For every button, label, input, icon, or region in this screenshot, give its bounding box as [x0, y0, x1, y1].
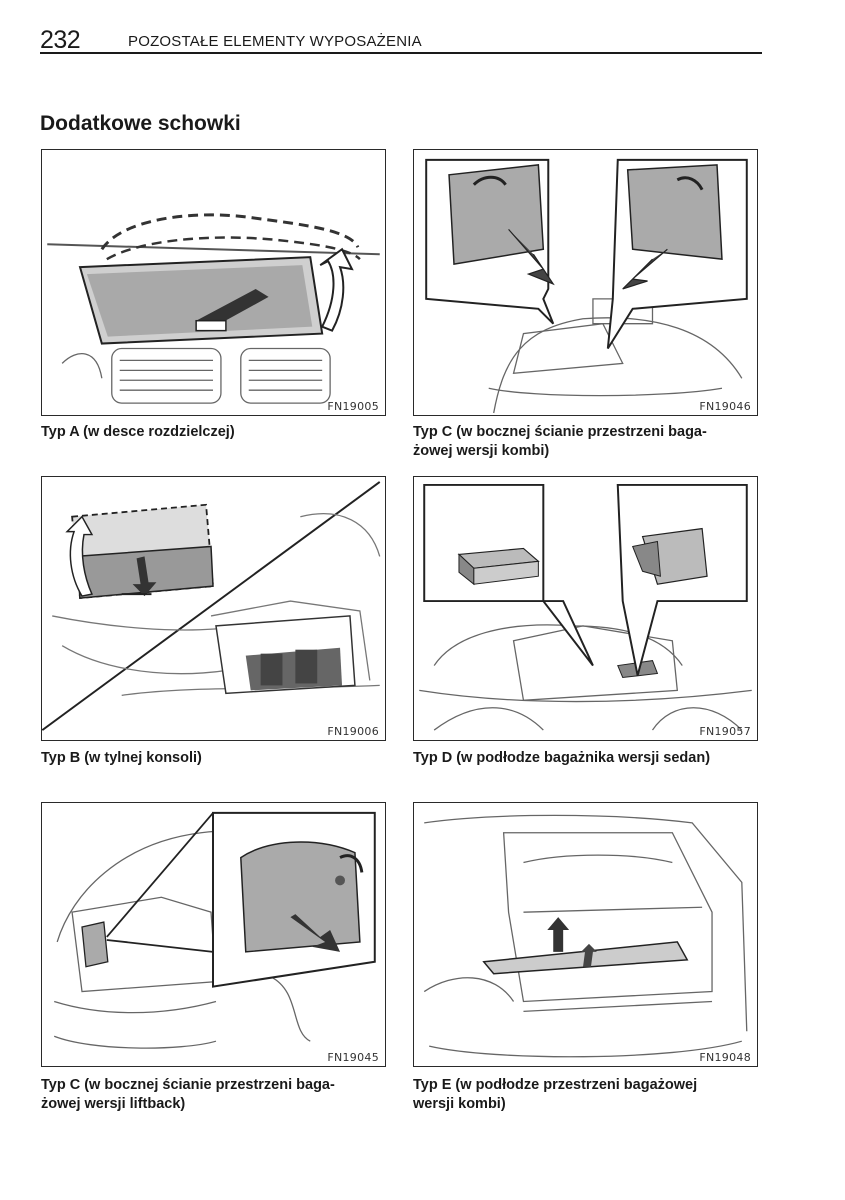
- figure-code: FN19046: [699, 400, 751, 413]
- illustration-wagon-floor-storage: [423, 814, 748, 1058]
- figure-rear-console-type-b: FN19006: [41, 476, 386, 741]
- page-header: 232 POZOSTAŁE ELEMENTY WYPOSAŻENIA: [40, 26, 760, 54]
- figure-caption: Typ C (w bocznej ścianie przestrzeni bag…: [413, 423, 760, 461]
- figure-caption: Typ D (w podłodze bagażnika wersji sedan…: [413, 750, 711, 766]
- illustration-dashboard-glovebox: [47, 213, 380, 404]
- figure-code: FN19005: [327, 400, 379, 413]
- figure-code: FN19048: [699, 1051, 751, 1064]
- page-number: 232: [40, 26, 81, 54]
- caption-line: żowej wersji kombi): [413, 443, 550, 459]
- figure-code: FN19045: [327, 1051, 379, 1064]
- figure-caption: Typ A (w desce rozdzielczej): [41, 424, 235, 440]
- illustration-wagon-side-storage: [425, 158, 748, 414]
- figure-trunk-floor-type-d: FN19057: [413, 476, 758, 741]
- figure-caption: Typ B (w tylnej konsoli): [41, 750, 202, 766]
- illustration-rear-console: [42, 481, 381, 731]
- section-title: POZOSTAŁE ELEMENTY WYPOSAŻENIA: [128, 33, 422, 50]
- caption-line: Typ C (w bocznej ścianie przestrzeni bag…: [413, 424, 707, 440]
- page-title: Dodatkowe schowki: [40, 112, 241, 135]
- caption-line: żowej wersji liftback): [41, 1096, 186, 1112]
- caption-line: Typ C (w bocznej ścianie przestrzeni bag…: [41, 1077, 335, 1093]
- figure-code: FN19006: [327, 725, 379, 738]
- illustration-liftback-side-storage: [53, 811, 376, 1049]
- figure-glovebox-type-a: FN19005: [41, 149, 386, 416]
- caption-line: Typ E (w podłodze przestrzeni bagażowej: [413, 1077, 698, 1093]
- figure-caption: Typ C (w bocznej ścianie przestrzeni bag…: [41, 1076, 388, 1114]
- figure-floor-storage-type-e: FN19048: [413, 802, 758, 1067]
- figure-caption: Typ E (w podłodze przestrzeni bagażowej …: [413, 1076, 760, 1114]
- illustration-sedan-trunk: [419, 483, 752, 731]
- caption-line: wersji kombi): [413, 1096, 506, 1112]
- figure-side-wall-storage-type-c-kombi: FN19046: [413, 149, 758, 416]
- figure-side-wall-storage-type-c-liftback: FN19045: [41, 802, 386, 1067]
- figure-code: FN19057: [699, 725, 751, 738]
- header-rule: [40, 52, 762, 54]
